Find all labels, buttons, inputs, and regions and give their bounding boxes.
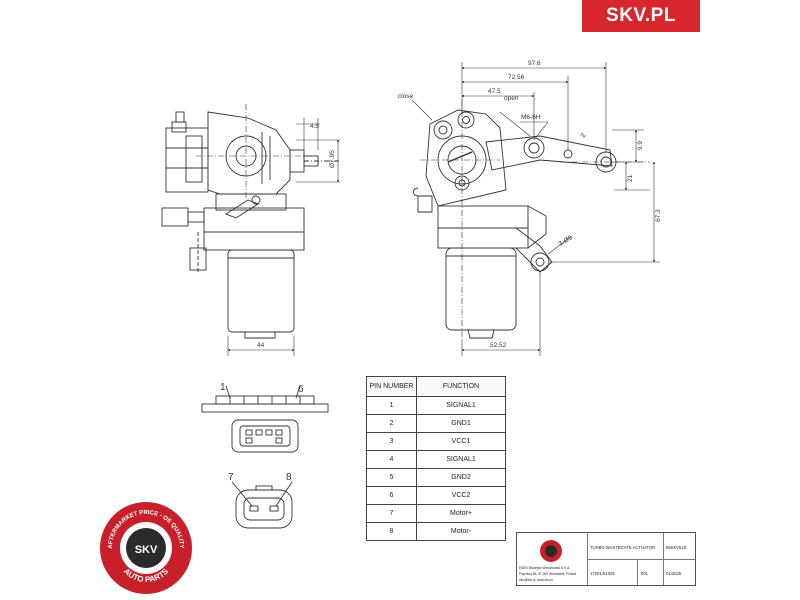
seal-center-text: SKV <box>135 544 158 556</box>
dim-2: 2 <box>580 132 588 139</box>
company-name: ESEN Maciejski Wielonowski S.K.A. <box>519 566 571 570</box>
dim-21: 21 <box>627 174 634 182</box>
right-view-dimensions <box>411 62 660 356</box>
pin-function: Motor+ <box>416 504 506 523</box>
pin-function: Motor- <box>416 522 506 541</box>
company-contact: info@skv.pl, www.skv.pl <box>519 578 553 582</box>
connector-pin-8: 8 <box>286 472 292 483</box>
company-logo-icon <box>540 540 562 562</box>
gear-icon <box>126 528 166 568</box>
connector-pin-7: 7 <box>228 472 234 483</box>
pin-number: 4 <box>366 450 417 469</box>
pin-number: 6 <box>366 486 417 505</box>
sheet-number: 001 <box>641 571 648 576</box>
pin-number: 1 <box>366 396 417 415</box>
left-view-dimensions <box>227 118 340 356</box>
product-name: TURBO WASTEGATE ACTUATOR <box>590 545 656 550</box>
dim-67-3: 67.3 <box>655 209 662 222</box>
dim-72-56: 72.56 <box>508 74 525 81</box>
brand-logo: SKV.PL <box>582 0 700 32</box>
company-address: Paprotna 65, 57-300 Wroclawek, Poland <box>519 572 577 576</box>
connector-pin-6: 6 <box>298 384 304 395</box>
connector-2pin <box>231 481 293 529</box>
pin-function: SIGNAL1 <box>416 450 506 469</box>
dim-52-52: 52.52 <box>490 342 507 349</box>
right-front-view <box>413 100 650 340</box>
label-close: close <box>398 93 414 100</box>
drawing-number: 17201-51025 <box>590 571 615 576</box>
label-open: open <box>504 95 519 102</box>
pin-function: VCC1 <box>416 432 506 451</box>
title-block: ESEN Maciejski Wielonowski S.K.A. Paprot… <box>516 532 696 586</box>
pin-table-header-function: FUNCTION <box>416 376 506 397</box>
product-code: 96SKV518 <box>666 545 687 550</box>
connector-pin-1: 1 <box>220 382 226 393</box>
pin-table-header-pin: PIN NUMBER <box>366 376 417 397</box>
pin-number: 3 <box>366 432 417 451</box>
pin-number: 2 <box>366 414 417 433</box>
left-side-view <box>161 104 340 339</box>
dim-44: 44 <box>257 342 265 349</box>
dim-4-5: 4.5 <box>310 123 319 130</box>
drawing-date: 01/2025 <box>666 571 682 576</box>
connector-6pin <box>201 385 329 453</box>
pin-number: 5 <box>366 468 417 487</box>
dim-9-9: 9.9 <box>637 141 644 150</box>
pin-function: GND1 <box>416 414 506 433</box>
dim-47-5: 47.5 <box>488 88 501 95</box>
label-thread: M6-6H <box>521 114 541 121</box>
pin-function: SIGNAL1 <box>416 396 506 415</box>
pin-number: 8 <box>366 522 417 541</box>
dim-diameter: Ø7.95 <box>329 150 336 168</box>
pin-function: VCC2 <box>416 486 506 505</box>
pin-function: GND2 <box>416 468 506 487</box>
pin-number: 7 <box>366 504 417 523</box>
quality-seal: SKV AFTERMARKET PRICE - OE QUALITY AUTO … <box>100 502 192 594</box>
dim-97-6: 97.6 <box>528 60 541 67</box>
